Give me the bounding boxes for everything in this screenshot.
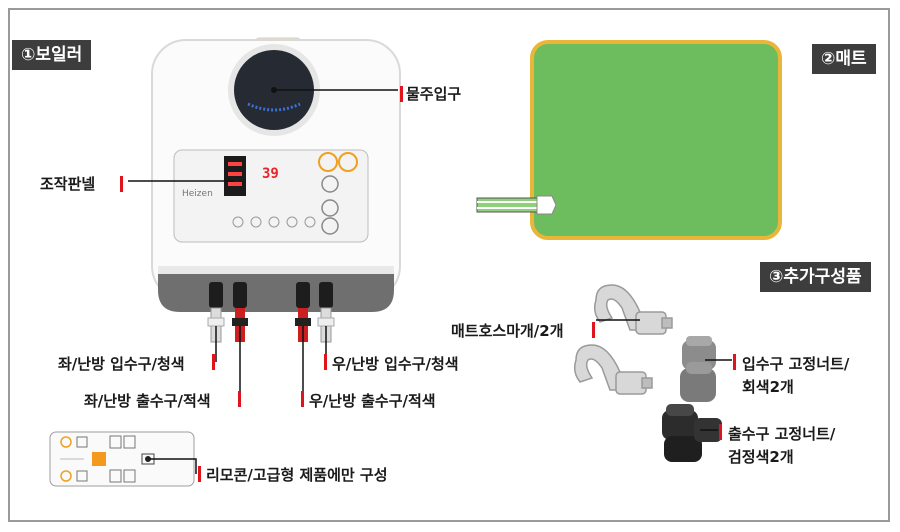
inlet-nut-label-line2: 회색2개 <box>742 378 794 396</box>
extras-section-tag: ③추가구성품 <box>760 262 871 292</box>
left-inlet-marker <box>212 354 215 370</box>
right-inlet-marker <box>324 354 327 370</box>
right-inlet-label: 우/난방 입수구/청색 <box>332 355 459 373</box>
inlet-nut-image <box>680 336 716 402</box>
left-outlet-label: 좌/난방 출수구/적색 <box>84 392 211 410</box>
boiler-image: 39 Heizen <box>151 37 401 343</box>
left-outlet-marker <box>238 391 241 407</box>
mat-hose-cap-image <box>573 284 673 395</box>
mat-hose-cap-marker <box>592 322 595 338</box>
remote-label: 리모콘/고급형 제품에만 구성 <box>206 466 388 484</box>
water-inlet-label: 물주입구 <box>406 85 462 103</box>
inlet-nut-marker <box>733 354 736 370</box>
remote-image <box>49 431 195 487</box>
mat-hose-cap-label: 매트호스마개/2개 <box>451 322 564 340</box>
remote-marker <box>198 466 201 482</box>
mat-image <box>476 40 782 240</box>
outlet-nut-label-line2: 검정색2개 <box>728 448 794 466</box>
control-panel-marker <box>120 176 123 192</box>
water-inlet-marker <box>400 86 403 102</box>
right-outlet-marker <box>301 391 304 407</box>
control-panel-label: 조작판넬 <box>40 175 96 193</box>
outlet-nut-label-line1: 출수구 고정너트/ <box>728 425 836 443</box>
outlet-nut-marker <box>719 424 722 440</box>
boiler-section-tag: ①보일러 <box>12 40 92 70</box>
mat-section-tag: ②매트 <box>812 44 876 74</box>
left-inlet-label: 좌/난방 입수구/청색 <box>58 355 185 373</box>
panel-display-value: 39 <box>262 166 279 182</box>
boiler-brand-text: Heizen <box>182 189 213 199</box>
right-outlet-label: 우/난방 출수구/적색 <box>309 392 436 410</box>
outlet-nut-image <box>662 404 722 462</box>
inlet-nut-label-line1: 입수구 고정너트/ <box>742 355 850 373</box>
